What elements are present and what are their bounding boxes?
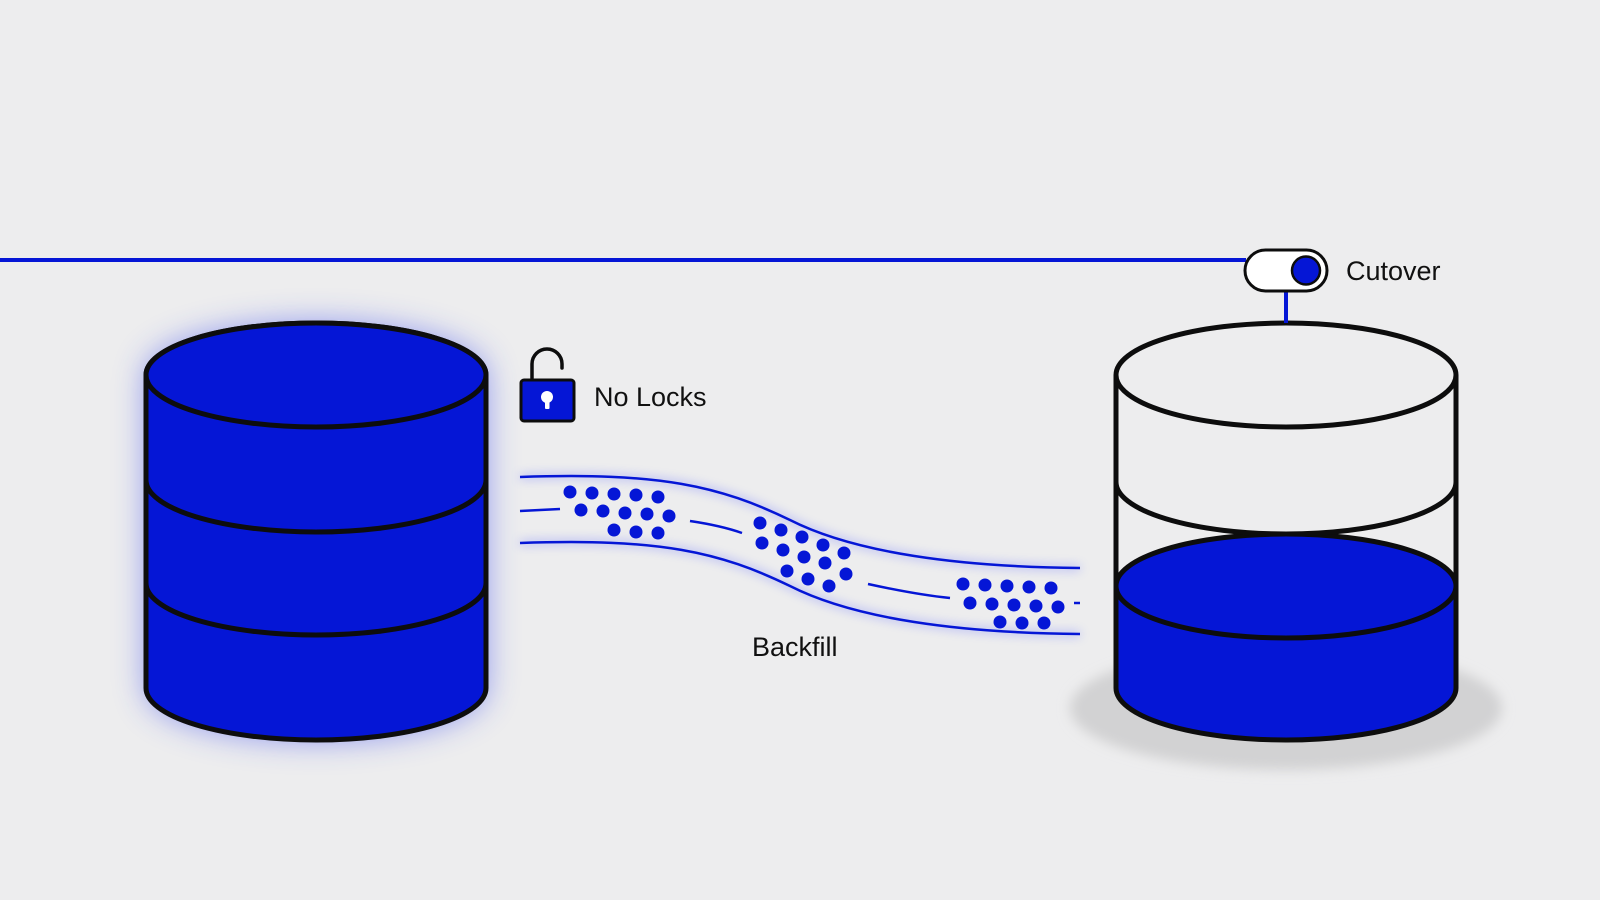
target-database-divider	[1113, 481, 1459, 537]
backfill-pipe	[519, 474, 1081, 636]
unlocked-padlock-icon	[519, 347, 576, 423]
no-locks-label: No Locks	[594, 382, 707, 412]
target-database-top	[1113, 320, 1459, 430]
data-packet-cluster	[753, 516, 853, 593]
source-database-top	[143, 320, 489, 430]
cutover-label: Cutover	[1346, 256, 1441, 286]
backfill-flow-dash	[689, 519, 743, 535]
target-database	[1070, 320, 1502, 770]
data-packet-cluster	[956, 577, 1065, 630]
toggle-switch-icon[interactable]	[1243, 248, 1329, 293]
target-database-outline	[1113, 375, 1459, 743]
backfill-pipe-upper-wall	[519, 474, 1081, 570]
backfill-flow-dash	[519, 507, 561, 513]
data-packet-cluster	[563, 485, 676, 540]
target-database-fill-surface	[1113, 531, 1459, 641]
source-database-divider-2	[143, 582, 489, 638]
source-database-divider-1	[143, 479, 489, 535]
backfill-label: Backfill	[752, 632, 838, 662]
source-database	[143, 320, 489, 743]
backfill-flow-dash	[867, 582, 951, 600]
backfill-pipe-lower-wall	[519, 540, 1081, 636]
